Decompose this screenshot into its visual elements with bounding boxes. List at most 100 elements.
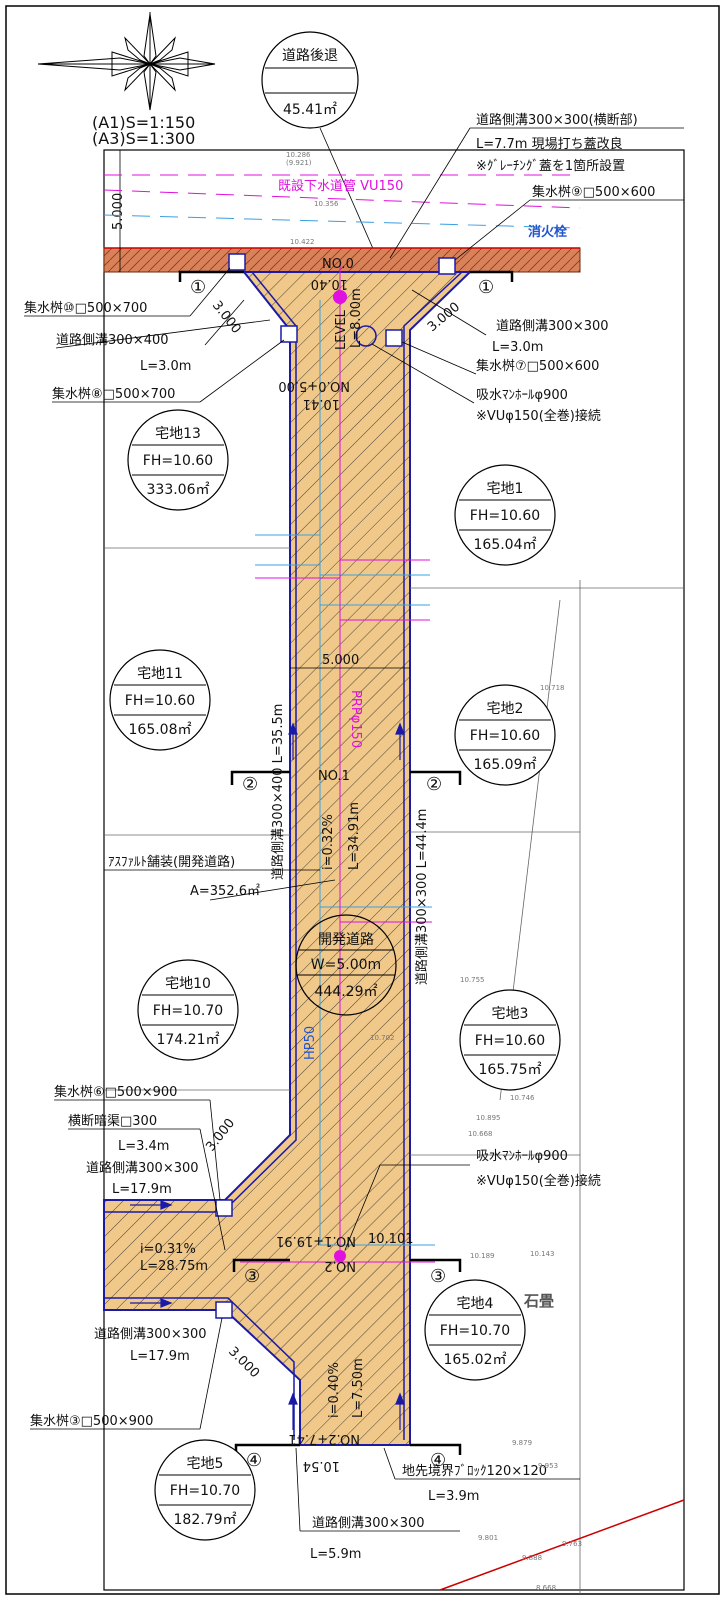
inlet-9 [438,257,456,275]
no-2b: NO.2+7.41 [288,1431,360,1446]
ditch-left-top-l: L=3.0m [140,359,191,374]
spot-elev: 9.953 [538,1462,558,1470]
hp-label: HP50 [303,1026,318,1060]
section-1-left: ① [190,277,206,298]
section-markers [178,270,514,1455]
no-top: NO.0 [322,257,354,272]
manhole-top-note: ※VUφ150(全巻)接続 [476,408,601,424]
right-ditch-line [403,271,463,1440]
inlet6-label: 集水桝⑥□500×900 [54,1084,177,1100]
elev-mid: 10.41 [303,396,340,411]
hydrant-label: 消火栓 [528,224,567,240]
lot-fh: FH=10.60 [143,453,213,469]
water-pipe [255,300,435,1246]
lot-fh: FH=10.60 [125,693,195,709]
lot-area: 165.75㎡ [479,1062,542,1078]
section-3-right: ③ [430,1266,446,1287]
lot-area: 182.79㎡ [174,1512,237,1528]
ditch-bottom-label: 道路側溝300×300 [312,1515,425,1531]
lot-name: 宅地4 [457,1296,494,1312]
lot-area: 165.02㎡ [444,1352,507,1368]
section-2-right: ② [426,774,442,795]
spot-elev: 10.895 [476,1114,501,1122]
inlet-6 [215,1199,233,1217]
culvert-length: L=3.4m [118,1139,169,1154]
inlet9-label: 集水桝⑨□500×600 [532,184,655,200]
len-branch: L=28.75m [140,1259,208,1274]
road-width-label: 5.000 [322,653,359,668]
slope-branch: i=0.31% [140,1242,196,1257]
spot-elev: 10.755 [460,976,485,984]
manhole-top-label: 吸水ﾏﾝﾎｰﾙφ900 [476,388,568,403]
lot-name: 宅地2 [487,701,524,717]
setback-title: 道路後退 [282,48,338,64]
inlet8-label: 集水桝⑧□500×700 [52,386,175,402]
sewer-label: 既設下水道管 VU150 [278,178,403,194]
setback-width: 5.000 [111,193,126,230]
spot-elev: 10.189 [470,1252,495,1260]
lot-area: 165.09㎡ [474,757,537,773]
no-2: NO.2 [324,1258,356,1273]
section-1-right: ① [478,277,494,298]
lot-fh: FH=10.70 [170,1483,240,1499]
elev-2: 10.101 [368,1232,414,1247]
left-ditch-line [231,271,297,1204]
slope-bottom: i=0.40% [327,1362,342,1418]
ditch-right-long: 道路側溝300×300 L=44.4m [414,809,430,985]
culvert-label: 横断暗渠□300 [68,1114,157,1129]
ditch-branch-label: 道路側溝300×300 [86,1160,199,1176]
elev-top: 10.40 [311,276,348,291]
spot-elev: 10.746 [510,1094,535,1102]
spot-elev: 10.718 [540,684,565,692]
lot-area: 174.21㎡ [157,1032,220,1048]
elev-bot: 10.54 [303,1458,340,1473]
section-3-left: ③ [244,1266,260,1287]
scale-a3: (A3)S=1:300 [92,129,195,148]
lot-area: 165.04㎡ [474,537,537,553]
boundary-block-label: 地先境界ﾌﾞﾛｯｸ120×120 [402,1464,547,1479]
spot-elev: 9.879 [512,1439,532,1447]
inlet-3 [215,1301,233,1319]
ditch-left-long: 道路側溝300×400 L=35.5m [270,704,286,880]
ditch-branch2-label: 道路側溝300×300 [94,1326,207,1342]
lot-fh: FH=10.60 [470,508,540,524]
ditch-top-length: L=7.7m 現場打ち蓋改良 [476,136,623,152]
no-mid: NO.0+5.00 [278,378,350,393]
len-mid: L=34.91m [347,802,362,870]
inlet-8 [280,325,298,343]
sewer-node-bottom [334,1250,346,1262]
lot-name: 宅地1 [487,481,524,497]
len-bottom: L=7.50m [351,1358,366,1418]
section-4-left: ④ [246,1450,262,1471]
ditch-top-note: ※ｸﾞﾚｰﾁﾝｸﾞ蓋を1箇所設置 [476,158,625,174]
ditch-bottom-length: L=5.9m [310,1547,361,1562]
inlet-7 [385,329,403,347]
ditch-branch2-length: L=17.9m [130,1349,190,1364]
ditch-right-top-l: L=3.0m [492,340,543,355]
outer-frame [5,5,720,1595]
inlets [215,253,456,1319]
spot-elev: 9.801 [478,1534,498,1542]
spot-elev: 10.286 [286,151,311,159]
compass-icon [37,12,216,111]
inlet10-label: 集水桝⑩□500×700 [24,300,147,316]
manhole-bottom-label: 吸水ﾏﾝﾎｰﾙφ900 [476,1149,568,1164]
lot-fh: FH=10.60 [475,1033,545,1049]
dim-bot-left: 3.000 [225,1344,262,1381]
sewer-node-top [333,290,347,304]
setback-area: 45.41㎡ [283,102,337,118]
ditch-branch-length: L=17.9m [112,1182,172,1197]
lot-name: 宅地10 [165,976,211,992]
lot-name: 宅地5 [187,1456,224,1472]
no-1: NO.1 [318,769,350,784]
lot-fh: FH=10.70 [153,1003,223,1019]
